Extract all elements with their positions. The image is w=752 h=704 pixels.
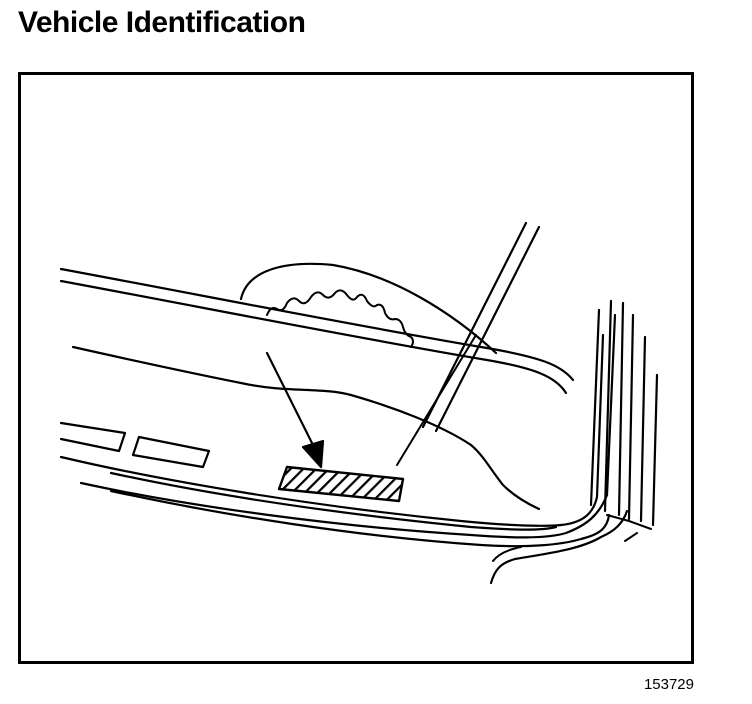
vin-plate [277, 465, 405, 503]
wiper-line-3 [396, 334, 477, 466]
dashboard-illustration [59, 221, 659, 585]
cowl-line-1 [59, 333, 605, 527]
cowl-line-3 [109, 471, 558, 531]
gauge-wavy-edge [266, 289, 414, 348]
pillar-line-1 [589, 308, 601, 507]
page-title: Vehicle Identification [18, 6, 306, 39]
pillar-line-4 [627, 313, 635, 521]
left-vent [59, 421, 127, 453]
pillar-base [606, 514, 652, 530]
wiper-line-2 [434, 225, 541, 433]
hood-edge [489, 509, 629, 585]
figure-frame [18, 72, 694, 664]
windshield-edge [59, 267, 575, 382]
pillar-base-2 [624, 532, 638, 542]
pillar-line-6 [651, 373, 659, 527]
cowl-lower-line [109, 489, 611, 548]
dash-face-line [71, 345, 541, 511]
hood-edge-2 [492, 546, 522, 562]
center-vent [131, 435, 211, 469]
figure-number: 153729 [643, 676, 694, 693]
cluster-hood [239, 262, 498, 355]
pillar-line-5 [639, 335, 647, 523]
pointer-arrow-head [301, 439, 325, 469]
dash-top-edge [59, 279, 568, 395]
cowl-line-2 [79, 313, 617, 539]
pillar-line-3 [617, 301, 625, 517]
pointer-arrow-line [265, 351, 317, 451]
pillar-line-2 [603, 299, 613, 513]
